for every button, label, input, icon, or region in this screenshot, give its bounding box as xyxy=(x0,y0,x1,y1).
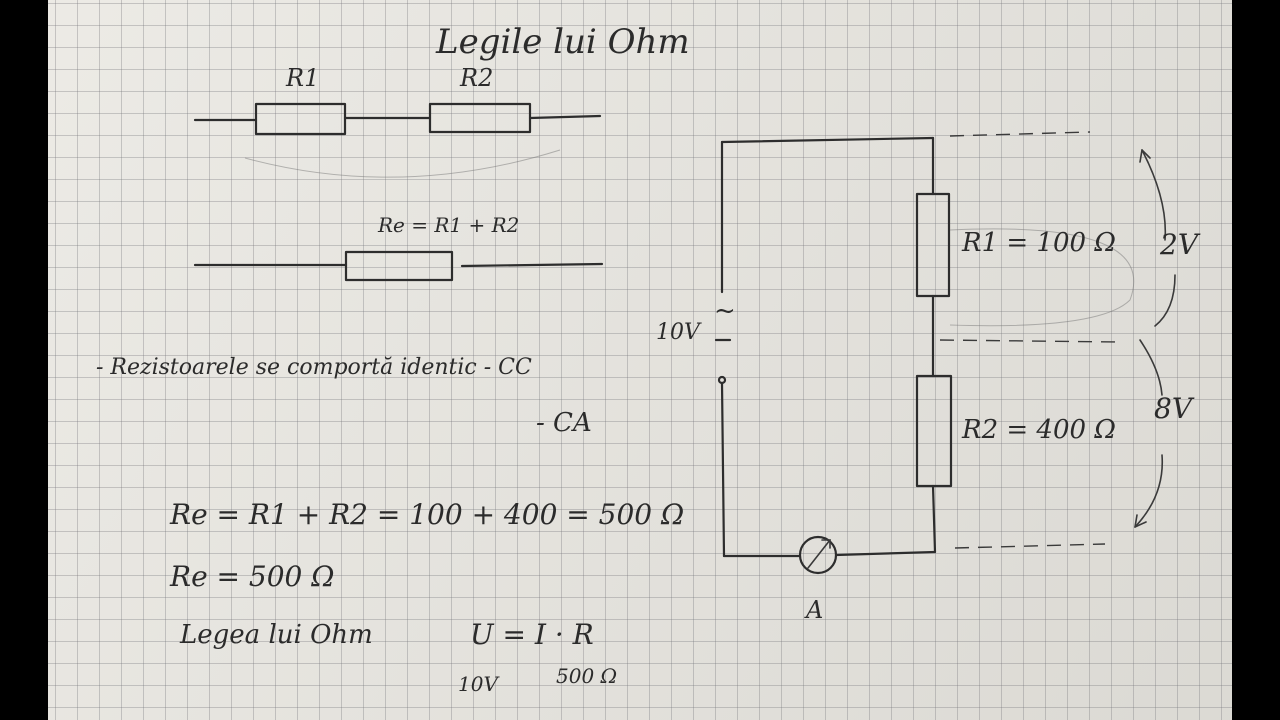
voltage-label-r2: 8V xyxy=(1154,392,1193,425)
resistor-r1-symbol xyxy=(254,102,347,136)
note-behavior: - Rezistoarele se comportă identic - CC xyxy=(96,355,532,380)
source-symbol: ~ xyxy=(714,296,736,326)
source-voltage-label: 10V xyxy=(656,320,700,345)
ohm-law-label: Legea lui Ohm xyxy=(180,620,373,650)
circuit-diagram xyxy=(714,131,1176,575)
equivalent-resistor-diagram xyxy=(193,250,604,282)
note-behavior-ca: - CA xyxy=(536,408,592,438)
voltage-label-r1: 2V xyxy=(1160,228,1199,261)
series-resistors-diagram xyxy=(193,102,602,178)
ohm-law-formula: U = I · R xyxy=(470,618,594,651)
u-value: 10V xyxy=(458,672,498,696)
calc-line-1: Re = R1 + R2 = 100 + 400 = 500 Ω xyxy=(170,498,685,531)
r-value: 500 Ω xyxy=(556,664,618,688)
resistor-r1-circuit-symbol xyxy=(915,192,951,298)
equivalent-resistance-label: Re = R1 + R2 xyxy=(378,213,520,237)
voltage-arrow-bottom xyxy=(1139,339,1163,396)
circuit-r2-label: R2 = 400 Ω xyxy=(962,415,1116,445)
r2-label: R2 xyxy=(460,64,494,92)
voltage-arrow-top xyxy=(1141,149,1167,241)
calc-line-2: Re = 500 Ω xyxy=(170,560,335,593)
resistor-r2-circuit-symbol xyxy=(915,374,953,488)
r1-label: R1 xyxy=(286,64,320,92)
resistor-re-symbol xyxy=(344,250,454,282)
ammeter-label: A xyxy=(806,596,824,624)
page-title: Legile lui Ohm xyxy=(436,22,690,62)
resistor-r2-symbol xyxy=(428,102,532,134)
circuit-r1-label: R1 = 100 Ω xyxy=(962,228,1116,258)
